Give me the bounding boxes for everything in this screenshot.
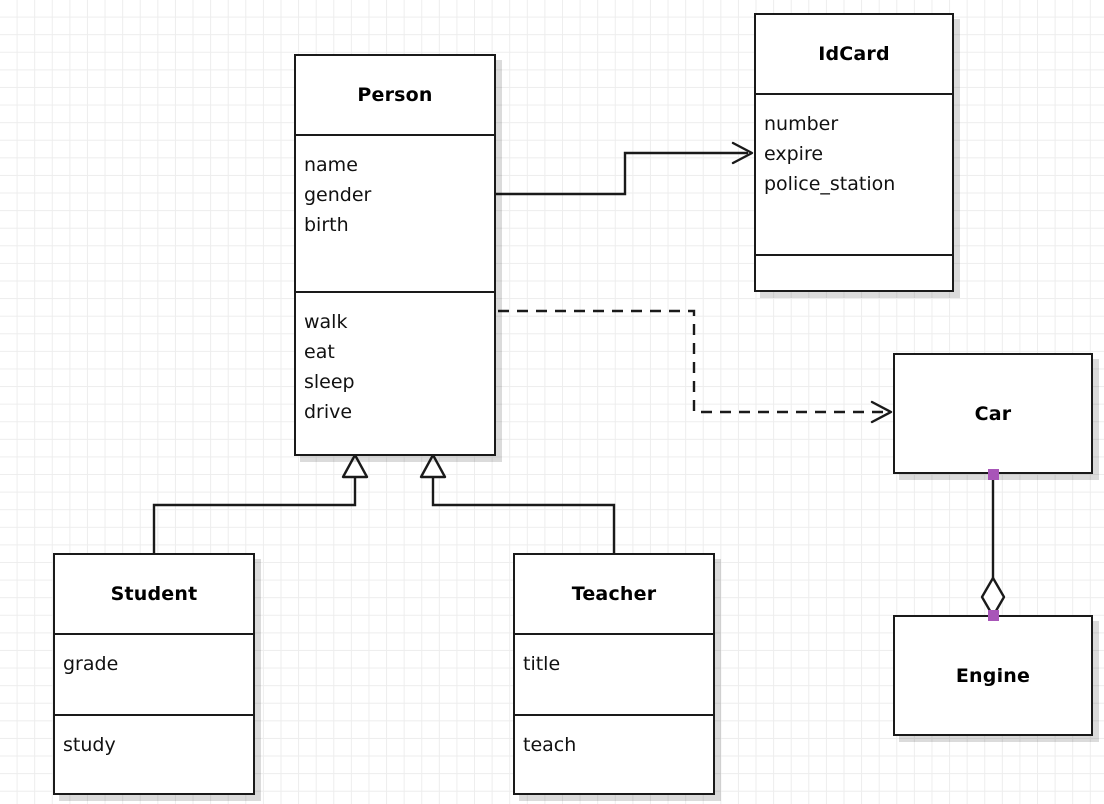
operation-row: teach	[523, 734, 577, 756]
class-box-person[interactable]: Person name gender birth walk eat sleep …	[294, 54, 496, 456]
class-box-engine[interactable]: Engine	[893, 615, 1093, 736]
class-name-person: Person	[357, 84, 433, 106]
class-box-teacher[interactable]: Teacher title teach	[513, 553, 715, 795]
link-person-idcard	[496, 141, 754, 196]
class-name-student: Student	[110, 583, 198, 605]
operation-row: drive	[304, 401, 353, 424]
operations-compartment-teacher: teach	[515, 714, 713, 793]
attribute-row: birth	[304, 214, 349, 237]
connection-handle-engine-top[interactable]	[988, 610, 999, 621]
class-box-car[interactable]: Car	[893, 353, 1093, 474]
attribute-row: grade	[63, 653, 119, 675]
operations-compartment-person: walk eat sleep drive	[296, 291, 494, 454]
attribute-row: police_station	[764, 173, 896, 196]
class-name-idcard: IdCard	[818, 43, 890, 65]
attributes-compartment-student: grade	[55, 633, 253, 714]
attribute-row: name	[304, 154, 358, 176]
operation-row: walk	[304, 311, 348, 333]
operations-compartment-student: study	[55, 714, 253, 793]
attributes-compartment-teacher: title	[515, 633, 713, 714]
attributes-compartment-person: name gender birth	[296, 134, 494, 291]
class-name-car: Car	[974, 402, 1012, 425]
link-student-person	[152, 453, 369, 553]
link-person-car	[498, 309, 893, 424]
operation-row: eat	[304, 341, 335, 364]
operation-row: sleep	[304, 371, 355, 394]
class-box-idcard[interactable]: IdCard number expire police_station	[754, 13, 954, 292]
operations-compartment-idcard	[756, 254, 952, 290]
link-teacher-person	[419, 453, 616, 553]
attribute-row: gender	[304, 184, 372, 207]
attributes-compartment-idcard: number expire police_station	[756, 93, 952, 254]
operation-row: study	[63, 734, 116, 756]
attribute-row: number	[764, 113, 839, 135]
connection-handle-car-bottom[interactable]	[988, 469, 999, 480]
attribute-row: title	[523, 653, 561, 675]
attribute-row: expire	[764, 143, 824, 166]
link-car-engine	[980, 474, 1006, 618]
class-box-student[interactable]: Student grade study	[53, 553, 255, 795]
class-name-teacher: Teacher	[571, 583, 657, 605]
class-name-engine: Engine	[955, 664, 1031, 687]
